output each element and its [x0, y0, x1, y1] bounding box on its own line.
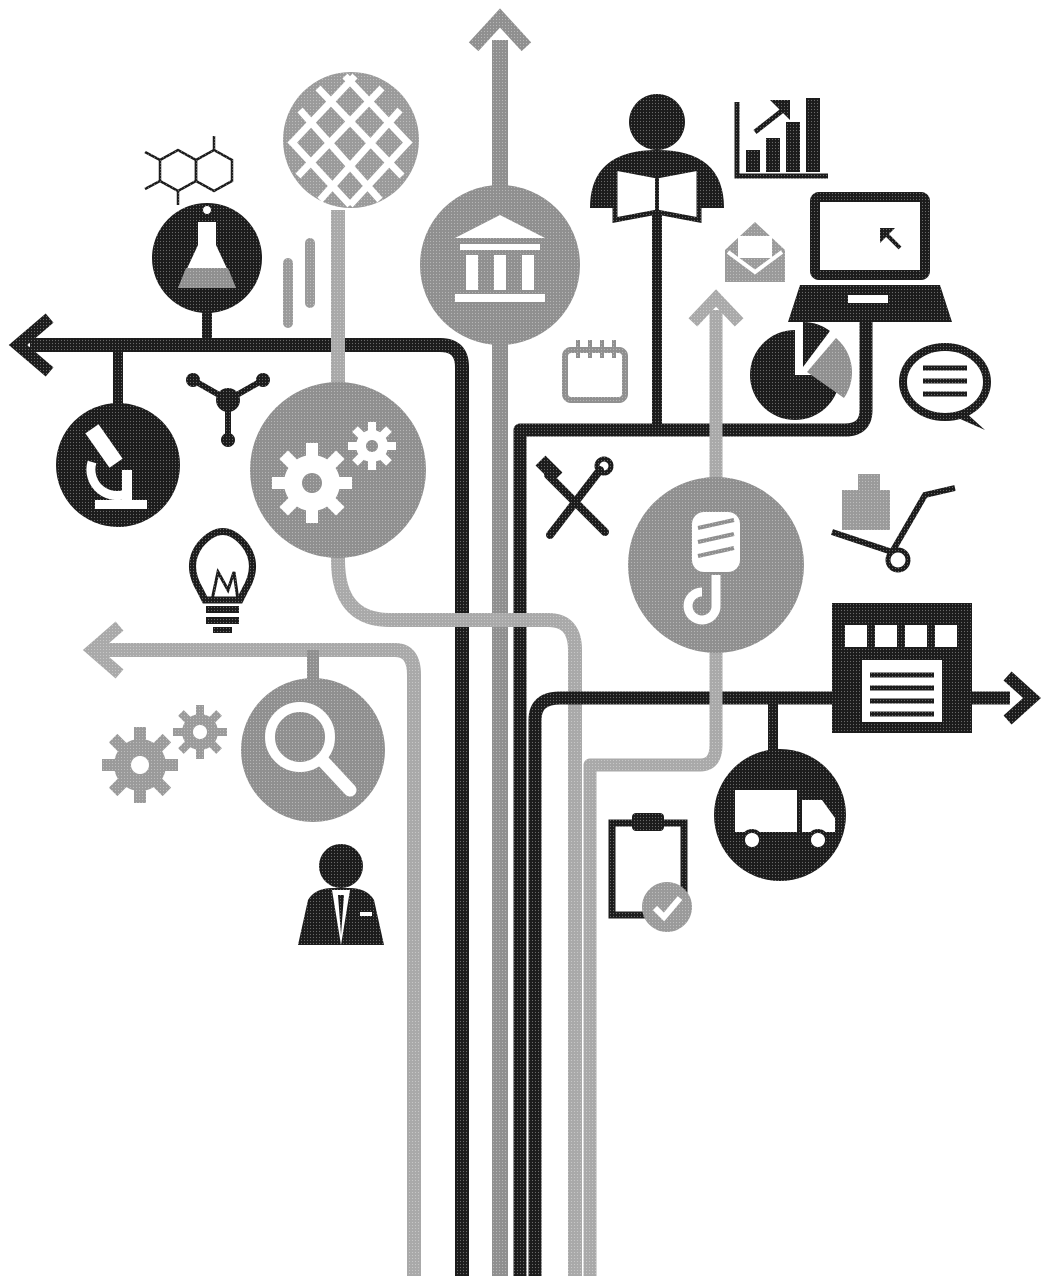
- light-right-branch: [583, 310, 723, 1276]
- arrowhead-dark-right: [1003, 671, 1041, 725]
- reading-person-icon: [590, 94, 724, 224]
- calendar-icon: [562, 340, 628, 403]
- factory-icon: [832, 603, 972, 733]
- hand-truck-icon: [831, 474, 956, 573]
- speech-bubble-icon: [899, 343, 991, 430]
- businessman-icon: [298, 844, 384, 945]
- crane-hook-circle: [628, 477, 804, 653]
- clipboard-check-icon: [608, 813, 692, 932]
- flask-circle: [152, 197, 262, 313]
- hexagon-molecule-icon: [144, 136, 234, 205]
- envelope-icon: [725, 222, 785, 282]
- bar-chart-icon: [734, 98, 828, 179]
- arrowhead-trunk-up: [468, 8, 532, 52]
- pie-chart-icon: [750, 322, 852, 420]
- truck-circle: [714, 749, 846, 881]
- small-gears-icon: [102, 705, 227, 803]
- test-tubes-icon: [283, 238, 315, 328]
- lightbulb-icon: [189, 528, 256, 633]
- magnifier-circle: [241, 678, 385, 822]
- gears-circle: [250, 382, 426, 558]
- globe-icon: [283, 72, 419, 208]
- wrench-hammer-icon: [535, 455, 614, 539]
- microscope-circle: [56, 403, 180, 527]
- laptop-icon: [788, 192, 952, 322]
- bank-circle: [420, 185, 580, 345]
